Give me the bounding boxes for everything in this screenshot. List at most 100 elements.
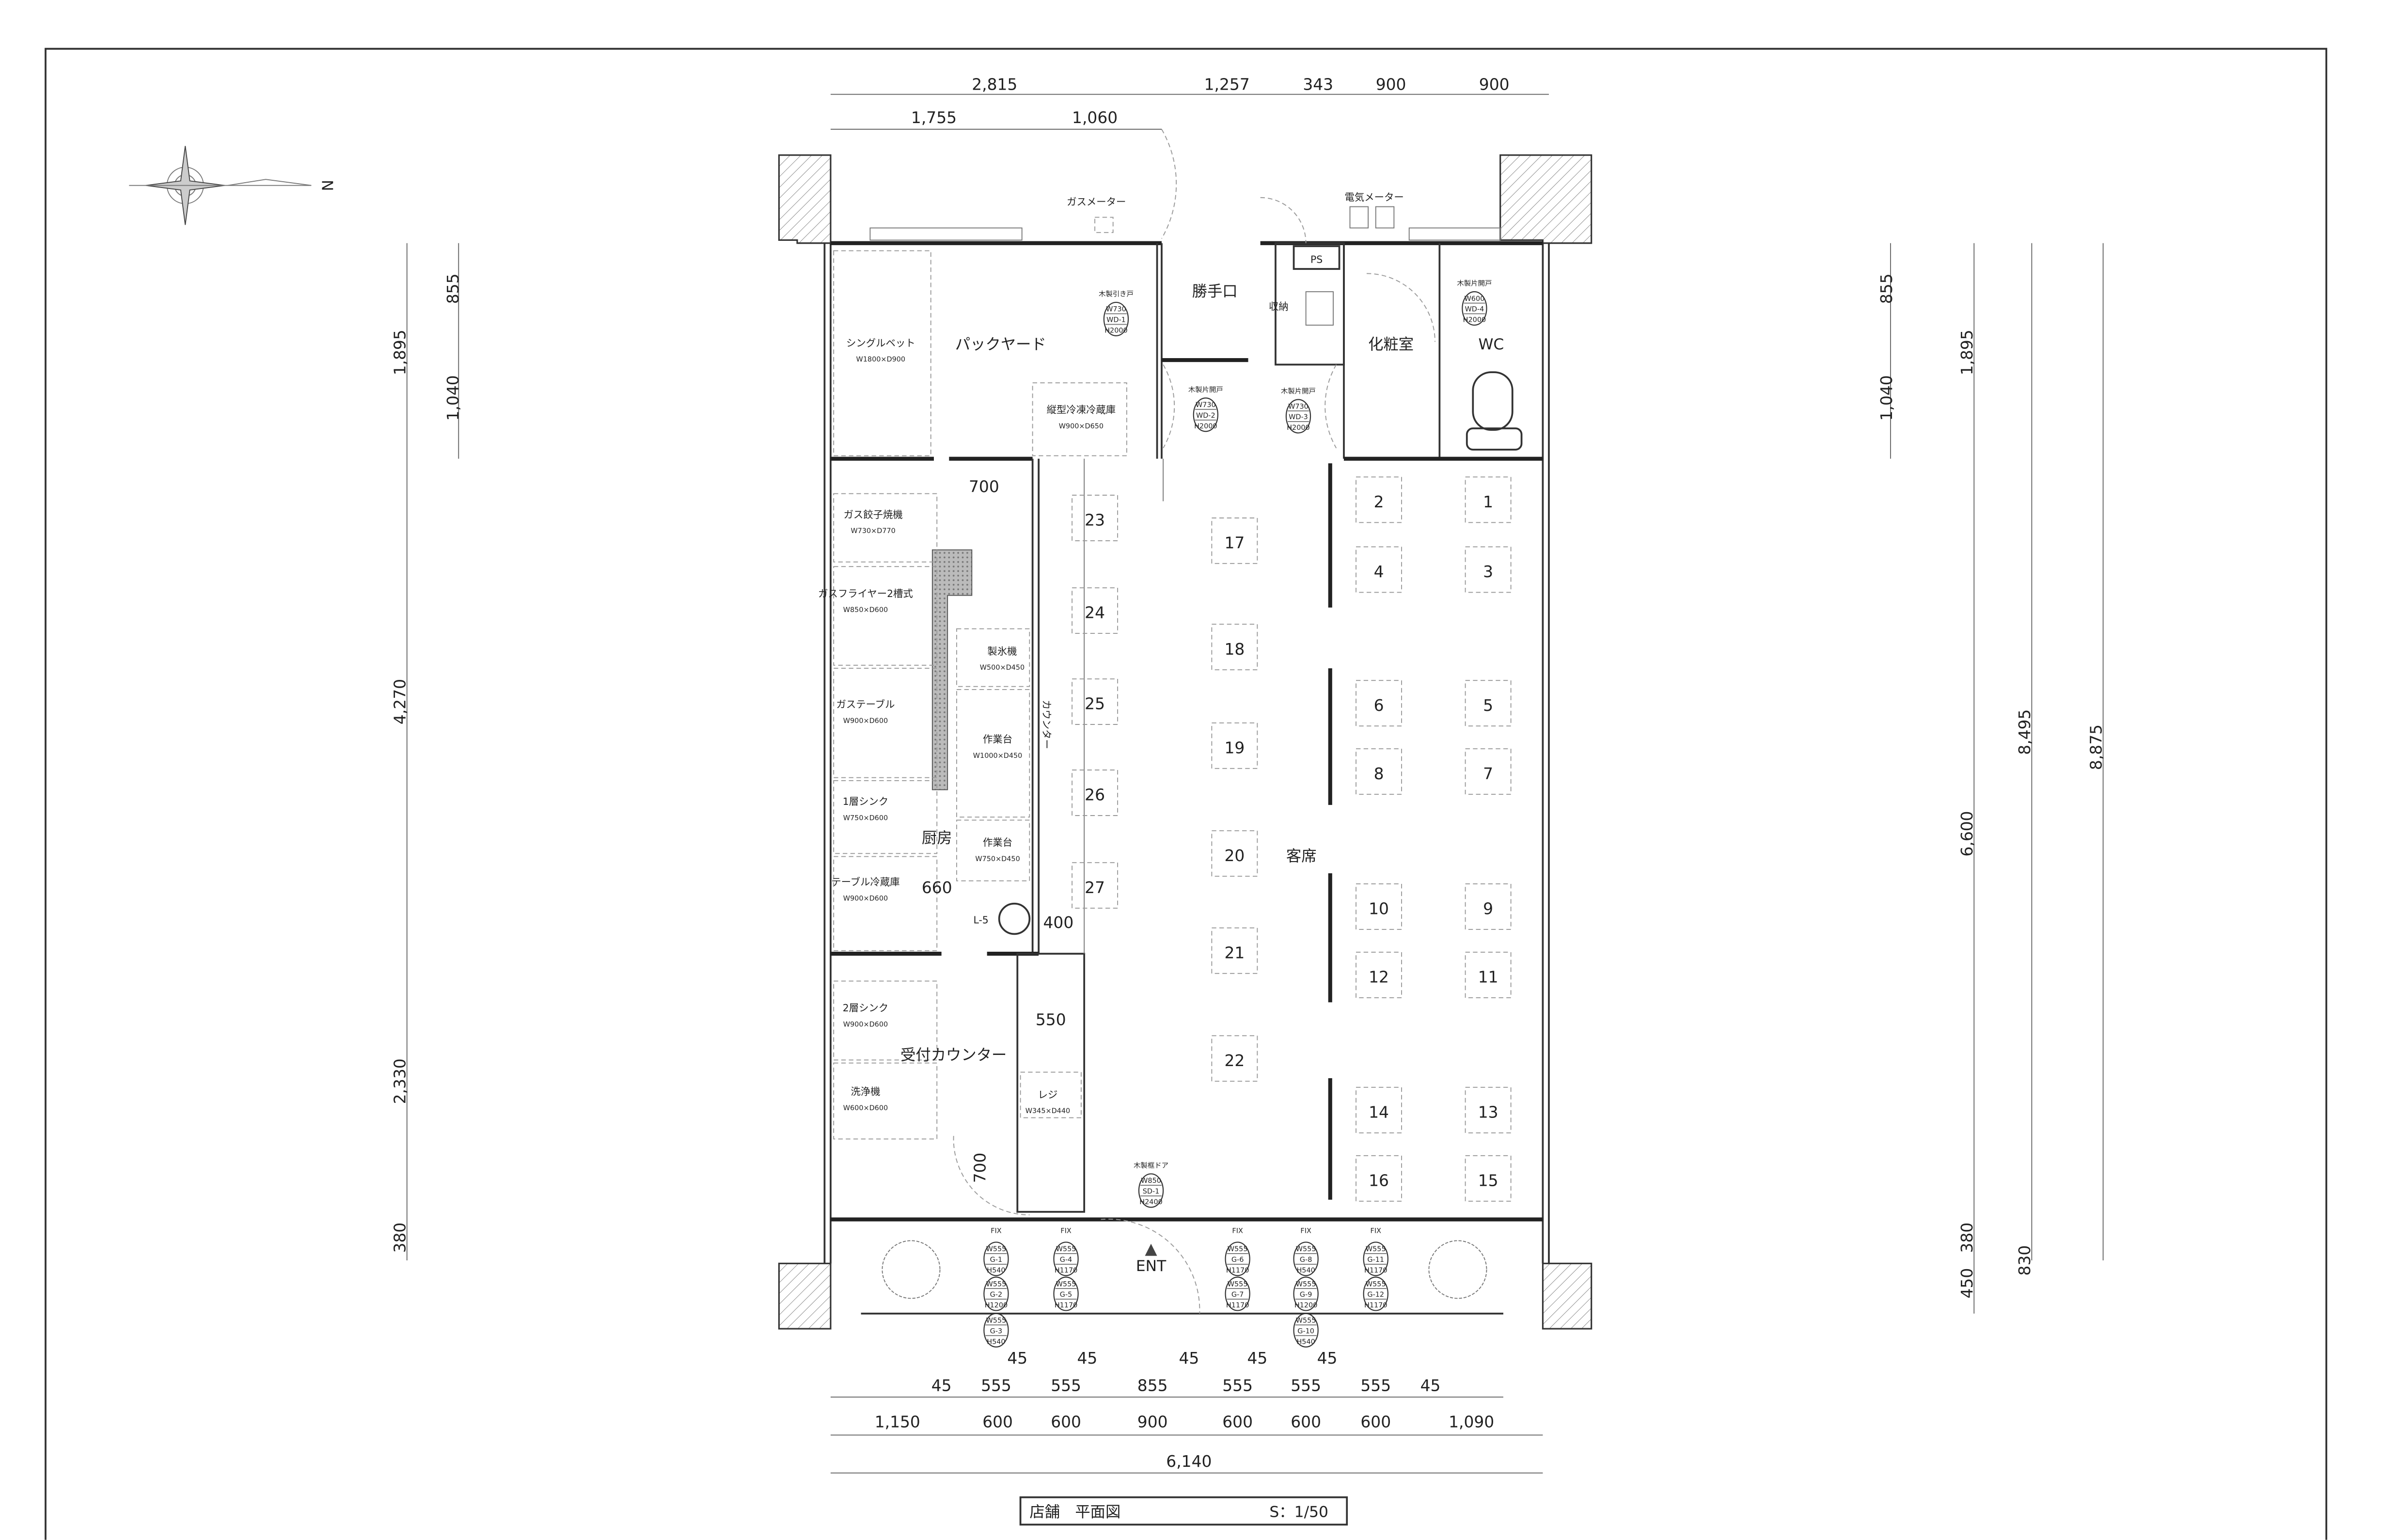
fix-label: FIX xyxy=(1371,1227,1382,1235)
dimension-bottom-row1: 855 xyxy=(1137,1376,1168,1395)
tag-width: W555 xyxy=(986,1280,1007,1288)
seat-2: 2 xyxy=(1356,476,1402,523)
electric-meter-label: 電気メーター xyxy=(1345,191,1404,203)
equipment-name: 製氷機 xyxy=(987,645,1017,657)
dimension-bottom-row2: 600 xyxy=(982,1413,1013,1431)
equipment-size: W1000×D450 xyxy=(973,752,1023,760)
tag-height: H1170 xyxy=(1226,1267,1249,1274)
tag-id: WD-2 xyxy=(1196,412,1215,420)
room-label-entrance: ENT xyxy=(1136,1257,1167,1275)
seat-5: 5 xyxy=(1465,680,1512,727)
seat-number: 3 xyxy=(1483,562,1493,581)
tag-height: H2400 xyxy=(1139,1198,1163,1206)
dimension-left: 380 xyxy=(391,1223,410,1253)
pillars xyxy=(778,154,1593,1330)
dimension-bottom-row1: 45 xyxy=(931,1376,952,1395)
dimension-bottom-row1: 555 xyxy=(1360,1376,1391,1395)
tag-id: G-1 xyxy=(990,1256,1003,1264)
north-compass-icon xyxy=(129,146,312,225)
dimension-bottom-row1-upper: 45 xyxy=(1179,1349,1199,1367)
fix-label: FIX xyxy=(991,1227,1002,1235)
dimension-top: 1,060 xyxy=(1072,108,1118,127)
sink-tag: L-5 xyxy=(973,914,988,926)
tag-id: WD-4 xyxy=(1465,306,1484,314)
seat-13: 13 xyxy=(1465,1086,1512,1133)
dimension-right: 8,875 xyxy=(2086,724,2105,770)
seat-number: 16 xyxy=(1369,1171,1389,1190)
seat-number: 25 xyxy=(1085,694,1105,713)
tag-id: G-10 xyxy=(1297,1327,1314,1335)
tag-height: H1170 xyxy=(1226,1302,1249,1309)
dimension-bottom-row2: 1,090 xyxy=(1449,1413,1494,1431)
tag-height: H1170 xyxy=(1055,1267,1078,1274)
seat-22: 22 xyxy=(1211,1035,1258,1082)
dimension-bottom-row1: 555 xyxy=(981,1376,1011,1395)
equipment-name: テーブル冷蔵庫 xyxy=(831,876,899,888)
tag-width: W730 xyxy=(1106,306,1126,314)
gas-meter-label: ガスメーター xyxy=(1067,196,1126,207)
equipment-size: W500×D450 xyxy=(980,664,1025,672)
seat-number: 6 xyxy=(1374,696,1384,715)
seat-21: 21 xyxy=(1211,927,1258,974)
equipment-size: W900×D600 xyxy=(843,1021,888,1029)
fix-label: FIX xyxy=(1232,1227,1243,1235)
equipment-name: ガス餃子焼機 xyxy=(844,509,903,520)
gas-meter-icon xyxy=(1094,217,1114,233)
tag-height: H2000 xyxy=(1287,424,1310,432)
tag-height: H540 xyxy=(1296,1338,1315,1346)
door-type-label: 木製片開戸 xyxy=(1188,386,1223,394)
tag-height: H540 xyxy=(987,1267,1005,1274)
electric-meter-icon xyxy=(1375,206,1395,229)
seat-11: 11 xyxy=(1465,952,1512,998)
seat-18: 18 xyxy=(1211,624,1258,671)
equipment-size: W750×D600 xyxy=(843,814,888,822)
room-label-seating: 客席 xyxy=(1286,848,1317,865)
room-label-storage: 収納 xyxy=(1269,301,1289,313)
seat-number: 27 xyxy=(1085,878,1105,897)
seat-number: 5 xyxy=(1483,696,1493,715)
seat-20: 20 xyxy=(1211,830,1258,877)
dimension-bottom-row1: 555 xyxy=(1222,1376,1253,1395)
equipment-size: W345×D440 xyxy=(1025,1107,1070,1115)
seat-number: 14 xyxy=(1369,1103,1389,1122)
tag-id: G-9 xyxy=(1300,1291,1312,1299)
dimension-right: 8,495 xyxy=(2015,709,2034,755)
dimension-bottom-total: 6,140 xyxy=(1166,1452,1212,1471)
door-type-label: 木製片開戸 xyxy=(1457,279,1492,287)
dimension-interior: 700 xyxy=(971,1153,990,1183)
seat-number: 24 xyxy=(1085,603,1105,622)
tag-id: G-4 xyxy=(1060,1256,1072,1264)
equipment-size: W900×D650 xyxy=(1059,423,1104,430)
seat-number: 19 xyxy=(1224,739,1245,757)
equipment-name: シングルベット xyxy=(846,337,915,349)
tag-height: H540 xyxy=(1296,1267,1315,1274)
tags-layer: 木製引き戸W730WD-1H2000木製片開戸W730WD-2H2000木製片開… xyxy=(983,279,1492,1348)
dimension-bottom-row1: 555 xyxy=(1291,1376,1321,1395)
seat-8: 8 xyxy=(1356,748,1402,795)
seat-7: 7 xyxy=(1465,748,1512,795)
seat-number: 4 xyxy=(1374,562,1384,581)
seat-10: 10 xyxy=(1356,883,1402,930)
tag-height: H1200 xyxy=(1294,1302,1318,1309)
tag-id: SD-1 xyxy=(1143,1188,1160,1195)
drawing-scale: S：1/50 xyxy=(1269,1504,1328,1521)
tag-width: W600 xyxy=(1465,295,1485,303)
tag-id: G-5 xyxy=(1060,1291,1072,1299)
